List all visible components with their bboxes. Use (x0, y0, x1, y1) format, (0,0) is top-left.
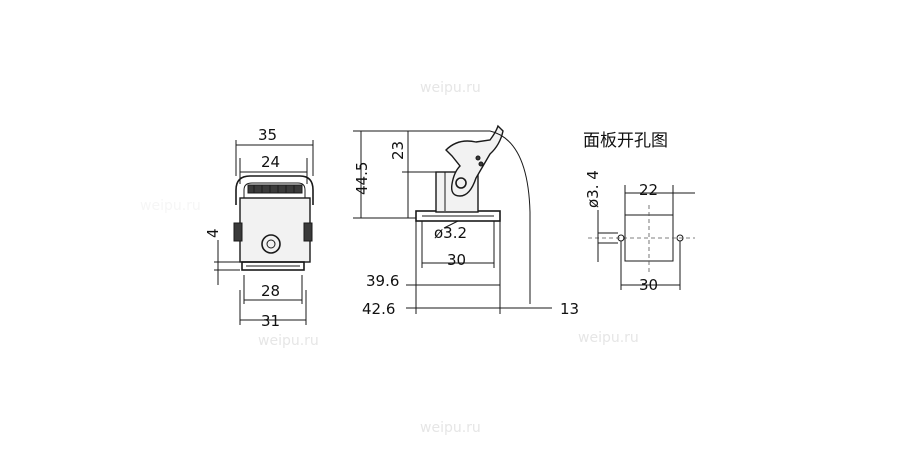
dim-cutout-spacing: 30 (639, 276, 658, 294)
front-view: 35 24 4 28 31 (204, 126, 314, 330)
lever-swing-arc (360, 130, 531, 304)
cutout-title: 面板开孔图 (583, 131, 668, 151)
dim-base-inner: 28 (261, 282, 280, 300)
dim-cutout-hole: ø3. 4 (584, 170, 602, 208)
dim-cutout-width: 22 (639, 181, 658, 199)
lever-pivot (455, 177, 467, 189)
dim-upper-height: 23 (389, 141, 407, 160)
housing-body (239, 197, 311, 263)
left-latch (233, 222, 243, 242)
side-view: 44.5 23 ø3.2 30 39.6 42.6 13 (353, 124, 579, 318)
dim-lever-offset: 13 (560, 300, 579, 318)
dim-hole-diameter: ø3.2 (434, 224, 467, 242)
base-flange (241, 261, 305, 271)
watermarks: weipu.ru weipu.ru weipu.ru weipu.ru weip… (140, 80, 639, 436)
cable-entry (261, 234, 281, 254)
watermark: weipu.ru (420, 80, 481, 96)
dim-inner-width: 30 (447, 251, 466, 269)
dim-base-outer: 31 (261, 312, 280, 330)
watermark: weipu.ru (578, 330, 639, 346)
dim-top-width: 35 (258, 126, 277, 144)
watermark: weipu.ru (420, 420, 481, 436)
dim-side-height: 4 (204, 228, 222, 238)
watermark: weipu.ru (140, 198, 201, 214)
panel-cutout: 面板开孔图 ø3. 4 22 30 (583, 131, 695, 294)
dim-total-height: 44.5 (353, 162, 371, 195)
hood-grip (247, 184, 303, 194)
dim-outer-width: 42.6 (362, 300, 395, 318)
dim-upper-width: 24 (261, 153, 280, 171)
hood-outline (235, 175, 314, 205)
dim-mid-width: 39.6 (366, 272, 399, 290)
watermark: weipu.ru (258, 333, 319, 349)
right-latch (303, 222, 313, 242)
